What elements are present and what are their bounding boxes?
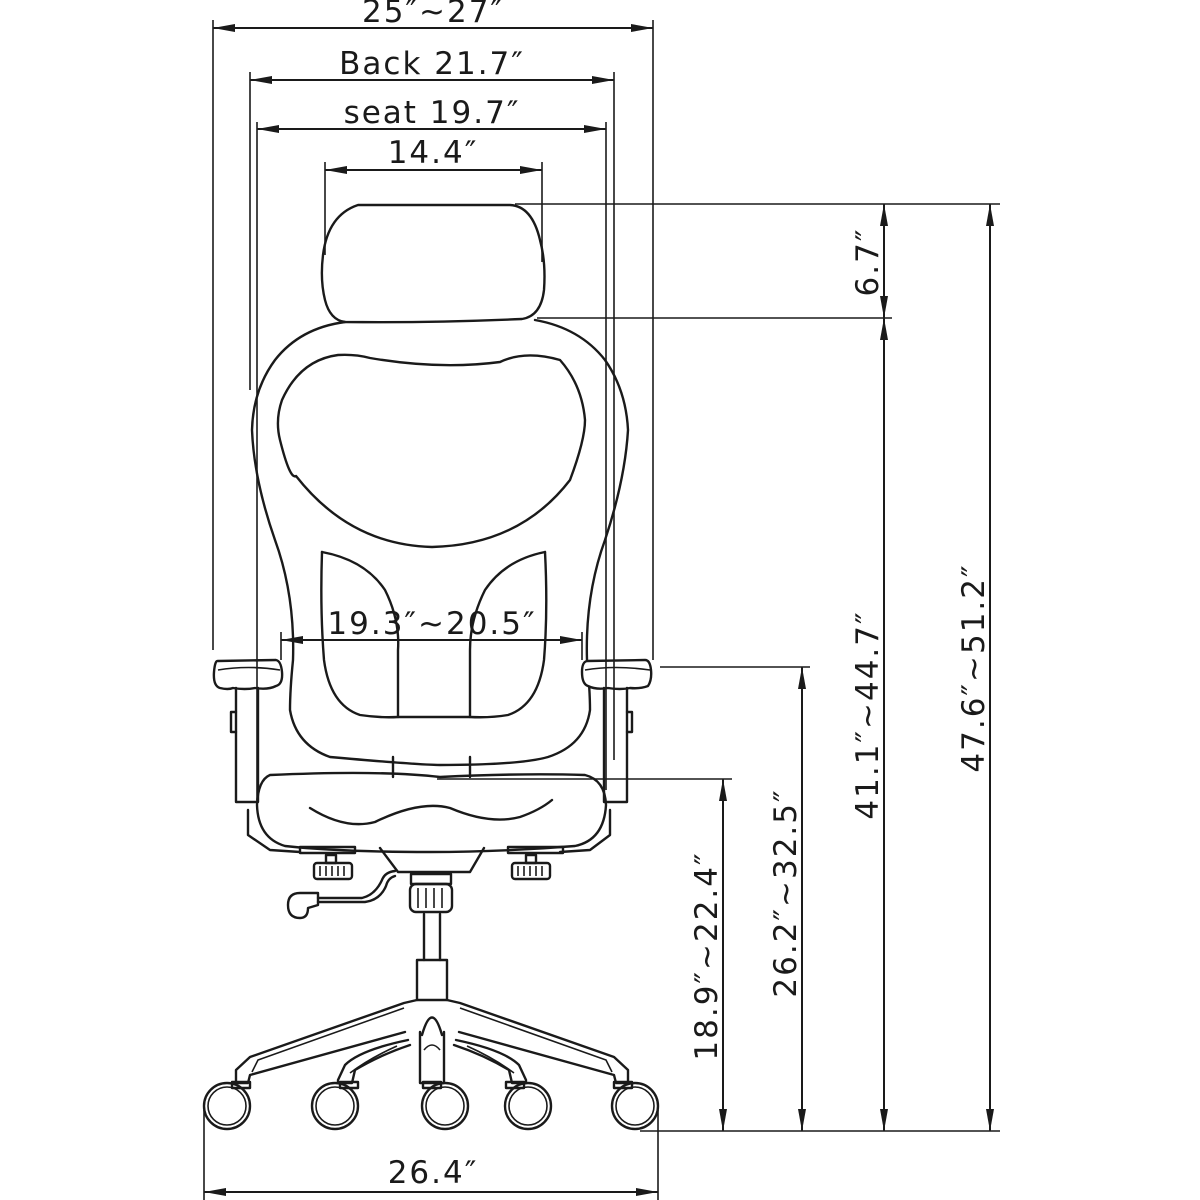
label-base-width: 26.4″ xyxy=(388,1155,479,1191)
chair xyxy=(202,203,660,1131)
height-adjust-lever xyxy=(316,869,397,904)
label-backrest-top-height: 41.1″~44.7″ xyxy=(850,610,886,819)
backrest-upper-mesh xyxy=(276,353,587,549)
label-armrest-inner-width: 19.3″~20.5″ xyxy=(327,606,536,642)
dimension-lines: 25″~27″ Back 21.7″ seat 19.7″ 14.4″ xyxy=(203,0,1000,1200)
gas-cylinder xyxy=(422,912,442,962)
left-armrest-post xyxy=(234,686,260,804)
caster-5 xyxy=(610,1080,660,1131)
dim-armrest-height: 26.2″~32.5″ xyxy=(768,667,806,1131)
dim-base-width: 26.4″ xyxy=(203,1110,659,1200)
left-armrest-pad xyxy=(212,658,284,691)
label-headrest-height: 6.7″ xyxy=(850,228,886,297)
seat-frame xyxy=(246,808,612,854)
cylinder-sleeve xyxy=(415,958,449,1002)
five-star-base xyxy=(234,998,419,1085)
dim-headrest-width: 14.4″ xyxy=(324,135,543,262)
label-seat-width: seat 19.7″ xyxy=(344,95,521,131)
dim-overall-width: 25″~27″ xyxy=(212,0,654,660)
dim-back-width: Back 21.7″ xyxy=(249,46,615,760)
tilt-mechanism xyxy=(378,846,486,874)
cylinder-collar xyxy=(408,872,454,914)
right-tension-knob xyxy=(510,853,552,881)
right-armrest-post xyxy=(602,686,629,804)
lumbar-support xyxy=(320,550,547,719)
label-overall-width: 25″~27″ xyxy=(362,0,504,30)
label-back-width: Back 21.7″ xyxy=(339,46,525,82)
dim-backrest-top-height: 41.1″~44.7″ xyxy=(850,318,888,1131)
seat-cushion xyxy=(255,771,608,854)
left-tension-knob xyxy=(312,853,354,881)
label-armrest-height: 26.2″~32.5″ xyxy=(768,788,804,997)
caster-1 xyxy=(202,1080,252,1131)
caster-4 xyxy=(503,1080,553,1131)
caster-2 xyxy=(310,1080,360,1131)
dim-headrest-height: 6.7″ xyxy=(850,204,888,318)
dim-armrest-inner-width: 19.3″~20.5″ xyxy=(280,606,583,660)
dim-seat-width: seat 19.7″ xyxy=(256,95,607,800)
label-headrest-width: 14.4″ xyxy=(388,135,479,171)
label-seat-height: 18.9″~22.4″ xyxy=(689,851,725,1060)
seat-contour xyxy=(308,798,554,826)
headrest xyxy=(320,203,546,324)
caster-3 xyxy=(420,1080,470,1131)
dim-overall-height: 47.6″~51.2″ xyxy=(956,204,994,1131)
backrest-frame xyxy=(250,318,630,767)
label-overall-height: 47.6″~51.2″ xyxy=(956,563,992,772)
dim-seat-height: 18.9″~22.4″ xyxy=(689,779,727,1131)
right-armrest-pad xyxy=(580,658,653,691)
